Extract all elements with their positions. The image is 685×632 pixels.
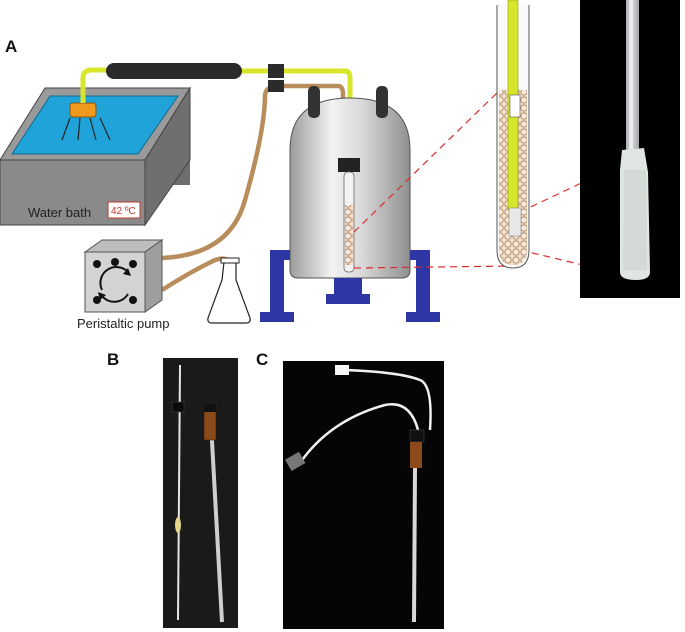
water-bath: Water bath 42 ºC xyxy=(0,86,191,227)
frit xyxy=(508,207,522,237)
yellow-tube-inlet xyxy=(80,67,108,103)
panel-letter-c: C xyxy=(256,350,268,369)
temperature-display xyxy=(107,201,141,219)
photo-b xyxy=(163,358,238,628)
yellow-tube-outlet xyxy=(284,68,353,155)
panel-letter-a: A xyxy=(5,37,17,56)
photo-column-closeup xyxy=(580,0,680,298)
insulation-jacket xyxy=(106,63,242,79)
collection-flask xyxy=(207,261,251,324)
pump-label: Peristaltic pump xyxy=(77,316,169,331)
column-enlarged xyxy=(496,0,530,269)
panel-letter-b: B xyxy=(107,350,119,369)
brown-tube-pump-line xyxy=(161,83,346,261)
photo-c xyxy=(283,361,444,629)
water-bath-label: Water bath xyxy=(28,205,91,220)
water-surface xyxy=(11,95,179,155)
tube-coupler xyxy=(268,64,284,78)
column-cap xyxy=(338,158,360,172)
peristaltic-pump xyxy=(83,239,164,313)
temperature-readout: 42 ºC xyxy=(111,206,136,217)
reactor-stand xyxy=(260,250,440,322)
bath-connector xyxy=(69,102,97,118)
tube-coupler-2 xyxy=(268,80,284,92)
column-small-beads xyxy=(345,205,353,265)
